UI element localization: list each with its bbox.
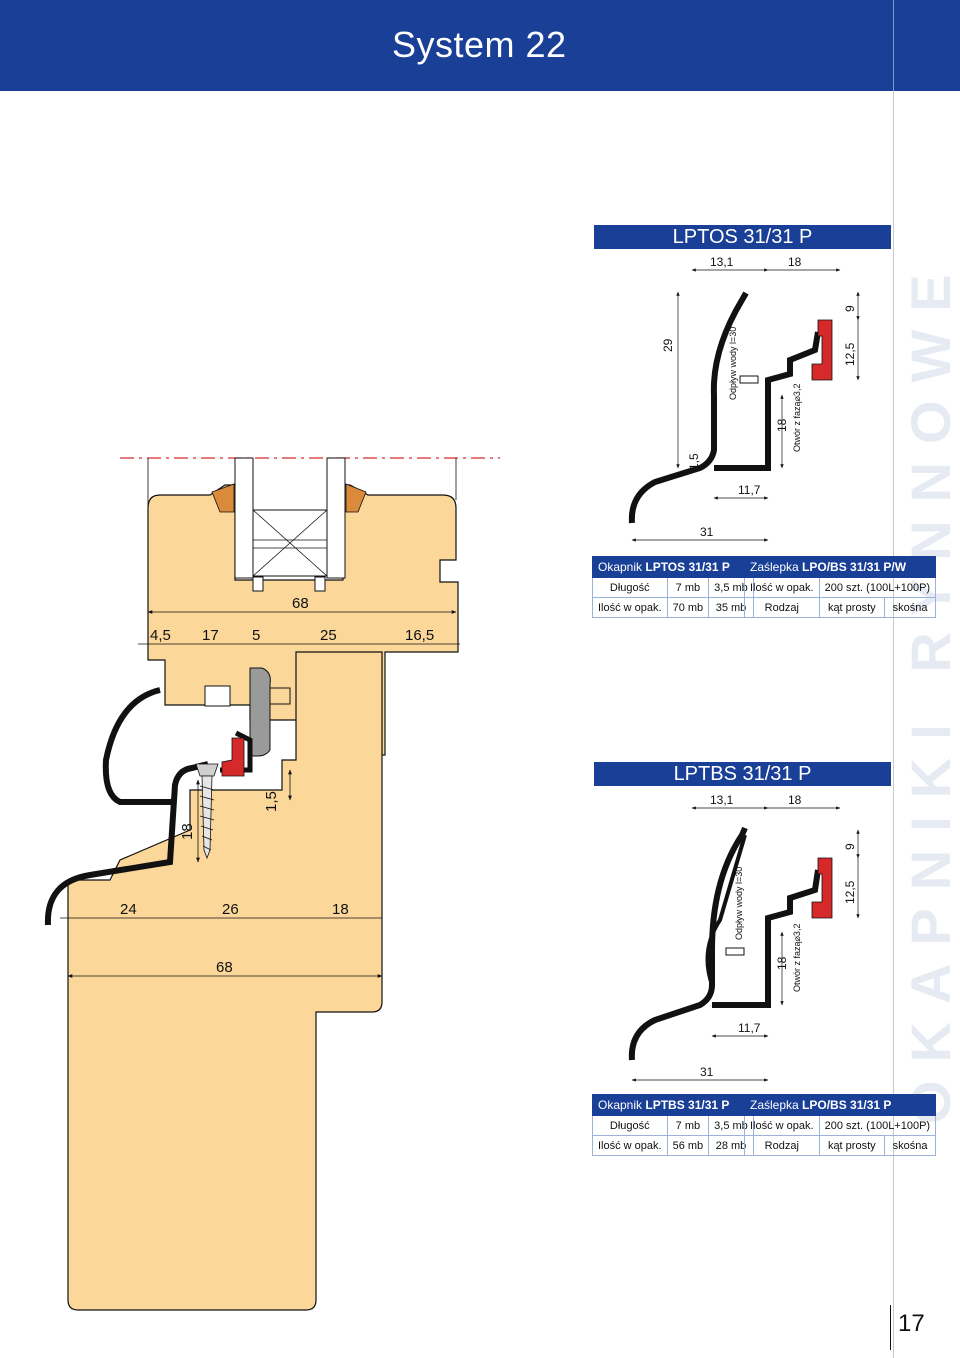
lptos-outer-wall <box>628 291 749 524</box>
lptos-dim-11-7: 11,7 <box>738 483 761 497</box>
lptos-dim-13-1: 13,1 <box>710 255 734 269</box>
dim-4-5: 4,5 <box>150 627 171 644</box>
lptbs-dim-18b: 18 <box>775 956 789 970</box>
screw-icon <box>195 763 219 860</box>
lptbs-dim-11-7: 11,7 <box>738 1021 761 1035</box>
dim-25: 25 <box>320 627 337 644</box>
lptbs-dim-18: 18 <box>788 793 802 807</box>
lptbs-banner: LPTBS 31/31 P <box>594 762 891 786</box>
glazing-seal <box>345 483 367 513</box>
lptbs-cap-table: Zaślepka LPO/BS 31/31 P Ilość w opak.200… <box>743 1094 937 1156</box>
lptos-inner-wall <box>714 331 821 471</box>
page-header: System 22 <box>0 0 960 91</box>
drip-profile-installed-arc <box>102 687 175 805</box>
page-number-rule <box>890 1305 891 1350</box>
table-row: Ilość w opak.200 szt. (100L+100P) <box>744 577 937 598</box>
window-cross-section: 68 4,5 17 5 25 16,5 1,5 18 24 26 18 68 <box>44 457 500 1311</box>
lptbs-otwor: Otwór z fazą⌀3,2 <box>792 924 802 992</box>
dim-frame-68: 68 <box>216 959 233 976</box>
dim-18: 18 <box>332 901 349 918</box>
side-divider <box>893 91 894 1358</box>
page-title: System 22 <box>392 24 567 65</box>
lptos-banner: LPTOS 31/31 P <box>594 225 891 249</box>
glass-pane <box>326 457 346 579</box>
lptos-odplyw: Odpływ wody l=30 <box>728 327 738 400</box>
lptos-cap-title: Zaślepka LPO/BS 31/31 P/W <box>743 556 937 578</box>
sash-notch <box>252 576 264 592</box>
sash-notch <box>314 576 326 592</box>
drip-profile-installed <box>44 761 209 926</box>
frame-profile <box>67 651 383 1311</box>
lptbs-dim-9: 9 <box>843 843 857 850</box>
lptos-dim-31: 31 <box>700 525 714 539</box>
lptbs-odplyw: Odpływ wody l=30 <box>734 867 744 940</box>
dim-5: 5 <box>252 627 260 644</box>
sash-groove <box>267 687 291 705</box>
lptos-dim-18: 18 <box>788 255 802 269</box>
glass-pane <box>234 457 254 579</box>
lptbs-outer-wall <box>628 826 748 1061</box>
lptos-dim-12-5: 12,5 <box>843 342 857 366</box>
lptos-cap-table: Zaślepka LPO/BS 31/31 P/W Ilość w opak.2… <box>743 556 937 618</box>
lptos-dim-18b: 18 <box>775 418 789 432</box>
lptbs-table-title: Okapnik LPTBS 31/31 P <box>592 1094 754 1116</box>
lptbs-inner-wall <box>712 869 821 1008</box>
sash-groove <box>204 685 231 707</box>
frame-gasket <box>249 667 271 757</box>
lptos-dim-29: 29 <box>661 338 675 352</box>
table-row: Ilość w opak.200 szt. (100L+100P) <box>744 1115 937 1136</box>
lptbs-end-cap <box>811 857 833 919</box>
lptos-table-title: Okapnik LPTOS 31/31 P <box>592 556 754 578</box>
profile-lptos-drawing: 13,1 18 29 Odpływ wody l=30 9 12,5 18 Ot… <box>628 255 860 542</box>
dim-26: 26 <box>222 901 239 918</box>
dim-16-5: 16,5 <box>405 627 434 644</box>
dim-frame-1-5: 1,5 <box>263 791 280 812</box>
dim-17: 17 <box>202 627 219 644</box>
lptos-dim-9: 9 <box>843 305 857 312</box>
lptbs-dim-13-1: 13,1 <box>710 793 734 807</box>
lptos-drain-hole <box>739 375 759 384</box>
lptbs-drain-hole <box>725 947 745 956</box>
lptbs-dim-31: 31 <box>700 1065 714 1079</box>
lptbs-cap-title: Zaślepka LPO/BS 31/31 P <box>743 1094 937 1116</box>
page-number: 17 <box>898 1310 925 1337</box>
end-cap-red <box>221 737 245 777</box>
header-divider <box>893 0 894 91</box>
lptos-otwor: Otwór z fazą⌀3,2 <box>792 384 802 452</box>
glazing-seal <box>211 483 235 513</box>
profile-lptbs-drawing: 13,1 18 Odpływ wody l=30 9 12,5 18 Otwór… <box>628 793 860 1082</box>
dim-sash-68: 68 <box>292 595 309 612</box>
spacer-cross <box>252 509 328 577</box>
dim-24: 24 <box>120 901 137 918</box>
lptos-end-cap <box>811 319 833 381</box>
lptbs-dim-12-5: 12,5 <box>843 880 857 904</box>
lptbs-arc <box>705 834 747 986</box>
lptos-dim-1-5: 1,5 <box>687 453 701 470</box>
dim-frame-18: 18 <box>179 823 196 840</box>
